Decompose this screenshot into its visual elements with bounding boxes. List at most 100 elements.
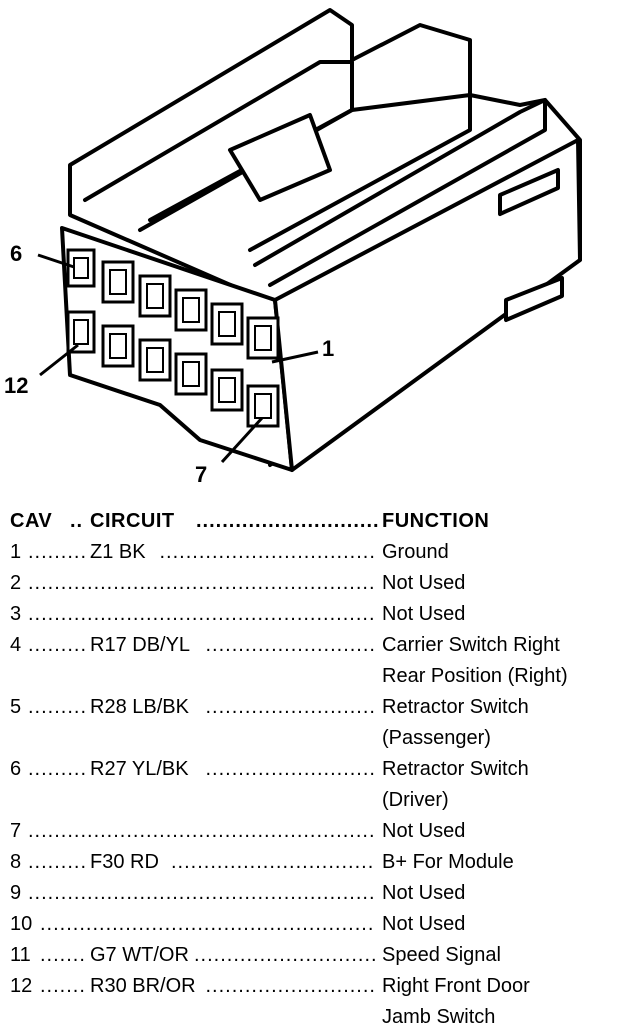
pinout-table: CAV .. CIRCUIT .........................… <box>10 506 616 1033</box>
leader-6 <box>37 253 75 269</box>
dot-leader: ........................................… <box>159 541 377 563</box>
cav-number: 9 <box>10 882 22 904</box>
function-line: Rear Position (Right) <box>382 665 568 687</box>
dot-leader: ........................................… <box>205 975 377 997</box>
table-row: 8.......................................… <box>10 847 616 878</box>
dot-leader: ........................................… <box>28 758 86 780</box>
function-text: Retractor Switch (Passenger) <box>382 692 529 754</box>
header-cav: CAV <box>10 510 53 532</box>
table-row: 5.......................................… <box>10 692 616 754</box>
table-row: 7.......................................… <box>10 816 616 847</box>
function-line: Not Used <box>382 820 466 842</box>
cavity-row-bottom <box>66 310 280 428</box>
function-line: Ground <box>382 541 449 563</box>
header-function: FUNCTION <box>382 510 490 532</box>
function-text: Ground <box>382 537 449 568</box>
function-line: Speed Signal <box>382 944 501 966</box>
function-line: Not Used <box>382 603 466 625</box>
function-line: Jamb Switch <box>382 1006 496 1028</box>
cav-number: 6 <box>10 758 22 780</box>
dot-leader: ........................................… <box>205 634 377 656</box>
callout-12: 12 <box>4 373 29 398</box>
table-body: 1.......................................… <box>10 537 616 1033</box>
function-line: Carrier Switch Right <box>382 634 560 656</box>
dot-leader: .............................. <box>196 510 378 532</box>
dot-leader: ........................................… <box>28 696 86 718</box>
leader-1 <box>271 350 319 364</box>
table-row: 1.......................................… <box>10 537 616 568</box>
dot-leader: ........................................… <box>194 944 376 966</box>
leader-12 <box>39 343 79 377</box>
dot-leader: ........................................… <box>28 820 376 842</box>
function-line: Not Used <box>382 572 466 594</box>
circuit-code: R27 YL/BK <box>90 758 189 780</box>
latch-ridge <box>228 113 332 202</box>
cav-number: 11 <box>10 944 31 966</box>
dot-leader: ........................................… <box>40 944 86 966</box>
connector-side <box>273 138 582 472</box>
function-line: (Passenger) <box>382 727 491 749</box>
table-row: 11......................................… <box>10 940 616 971</box>
function-text: B+ For Module <box>382 847 514 878</box>
cav-number: 4 <box>10 634 22 656</box>
function-line: Not Used <box>382 882 466 904</box>
table-header: CAV .. CIRCUIT .........................… <box>10 506 616 537</box>
function-line: Retractor Switch <box>382 696 529 718</box>
callout-7: 7 <box>195 462 208 487</box>
cav-number: 7 <box>10 820 22 842</box>
cav-number: 3 <box>10 603 22 625</box>
side-slot-lower <box>504 276 564 322</box>
callout-1: 1 <box>322 336 335 361</box>
cav-number: 2 <box>10 572 22 594</box>
circuit-code: F30 RD <box>90 851 159 873</box>
table-row: 4.......................................… <box>10 630 616 692</box>
function-text: Speed Signal <box>382 940 501 971</box>
function-text: Not Used <box>382 816 465 847</box>
table-row: 3.......................................… <box>10 599 616 630</box>
function-text: Not Used <box>382 909 465 940</box>
connector-diagram <box>37 8 582 472</box>
cav-number: 12 <box>10 975 33 997</box>
cav-number: 10 <box>10 913 33 935</box>
circuit-code: R28 LB/BK <box>90 696 189 718</box>
dot-leader: ........................................… <box>171 851 376 873</box>
circuit-code: R17 DB/YL <box>90 634 191 656</box>
cavity-row-top <box>66 248 280 360</box>
dot-leader: ........................................… <box>40 913 376 935</box>
circuit-code: Z1 BK <box>90 541 146 563</box>
dot-leader: ........................................… <box>28 851 86 873</box>
table-row: 12......................................… <box>10 971 616 1033</box>
function-text: Not Used <box>382 878 465 909</box>
cav-number: 1 <box>10 541 22 563</box>
function-text: Not Used <box>382 568 465 599</box>
function-text: Not Used <box>382 599 465 630</box>
table-row: 9.......................................… <box>10 878 616 909</box>
side-wall <box>253 98 547 287</box>
dot-leader: ........................................… <box>28 572 376 594</box>
function-line: Right Front Door <box>382 975 530 997</box>
function-line: Retractor Switch <box>382 758 529 780</box>
table-row: 2.......................................… <box>10 568 616 599</box>
function-line: B+ For Module <box>382 851 514 873</box>
dot-leader: ........................................… <box>28 634 86 656</box>
function-line: (Driver) <box>382 789 449 811</box>
function-text: Retractor Switch (Driver) <box>382 754 529 816</box>
function-line: Not Used <box>382 913 466 935</box>
circuit-code: R30 BR/OR <box>90 975 196 997</box>
table-row: 10......................................… <box>10 909 616 940</box>
circuit-code: G7 WT/OR <box>90 944 189 966</box>
callout-6: 6 <box>10 241 23 266</box>
dot-leader: ........................................… <box>40 975 86 997</box>
dot-leader: ........................................… <box>205 758 377 780</box>
dot-leader: .. <box>70 510 84 532</box>
cav-number: 8 <box>10 851 22 873</box>
leader-7 <box>220 416 264 464</box>
table-row: 6.......................................… <box>10 754 616 816</box>
side-slot-upper <box>498 168 560 216</box>
dot-leader: ........................................… <box>28 541 86 563</box>
dot-leader: ........................................… <box>28 603 376 625</box>
dot-leader: ........................................… <box>28 882 376 904</box>
header-circuit: CIRCUIT <box>90 510 175 532</box>
